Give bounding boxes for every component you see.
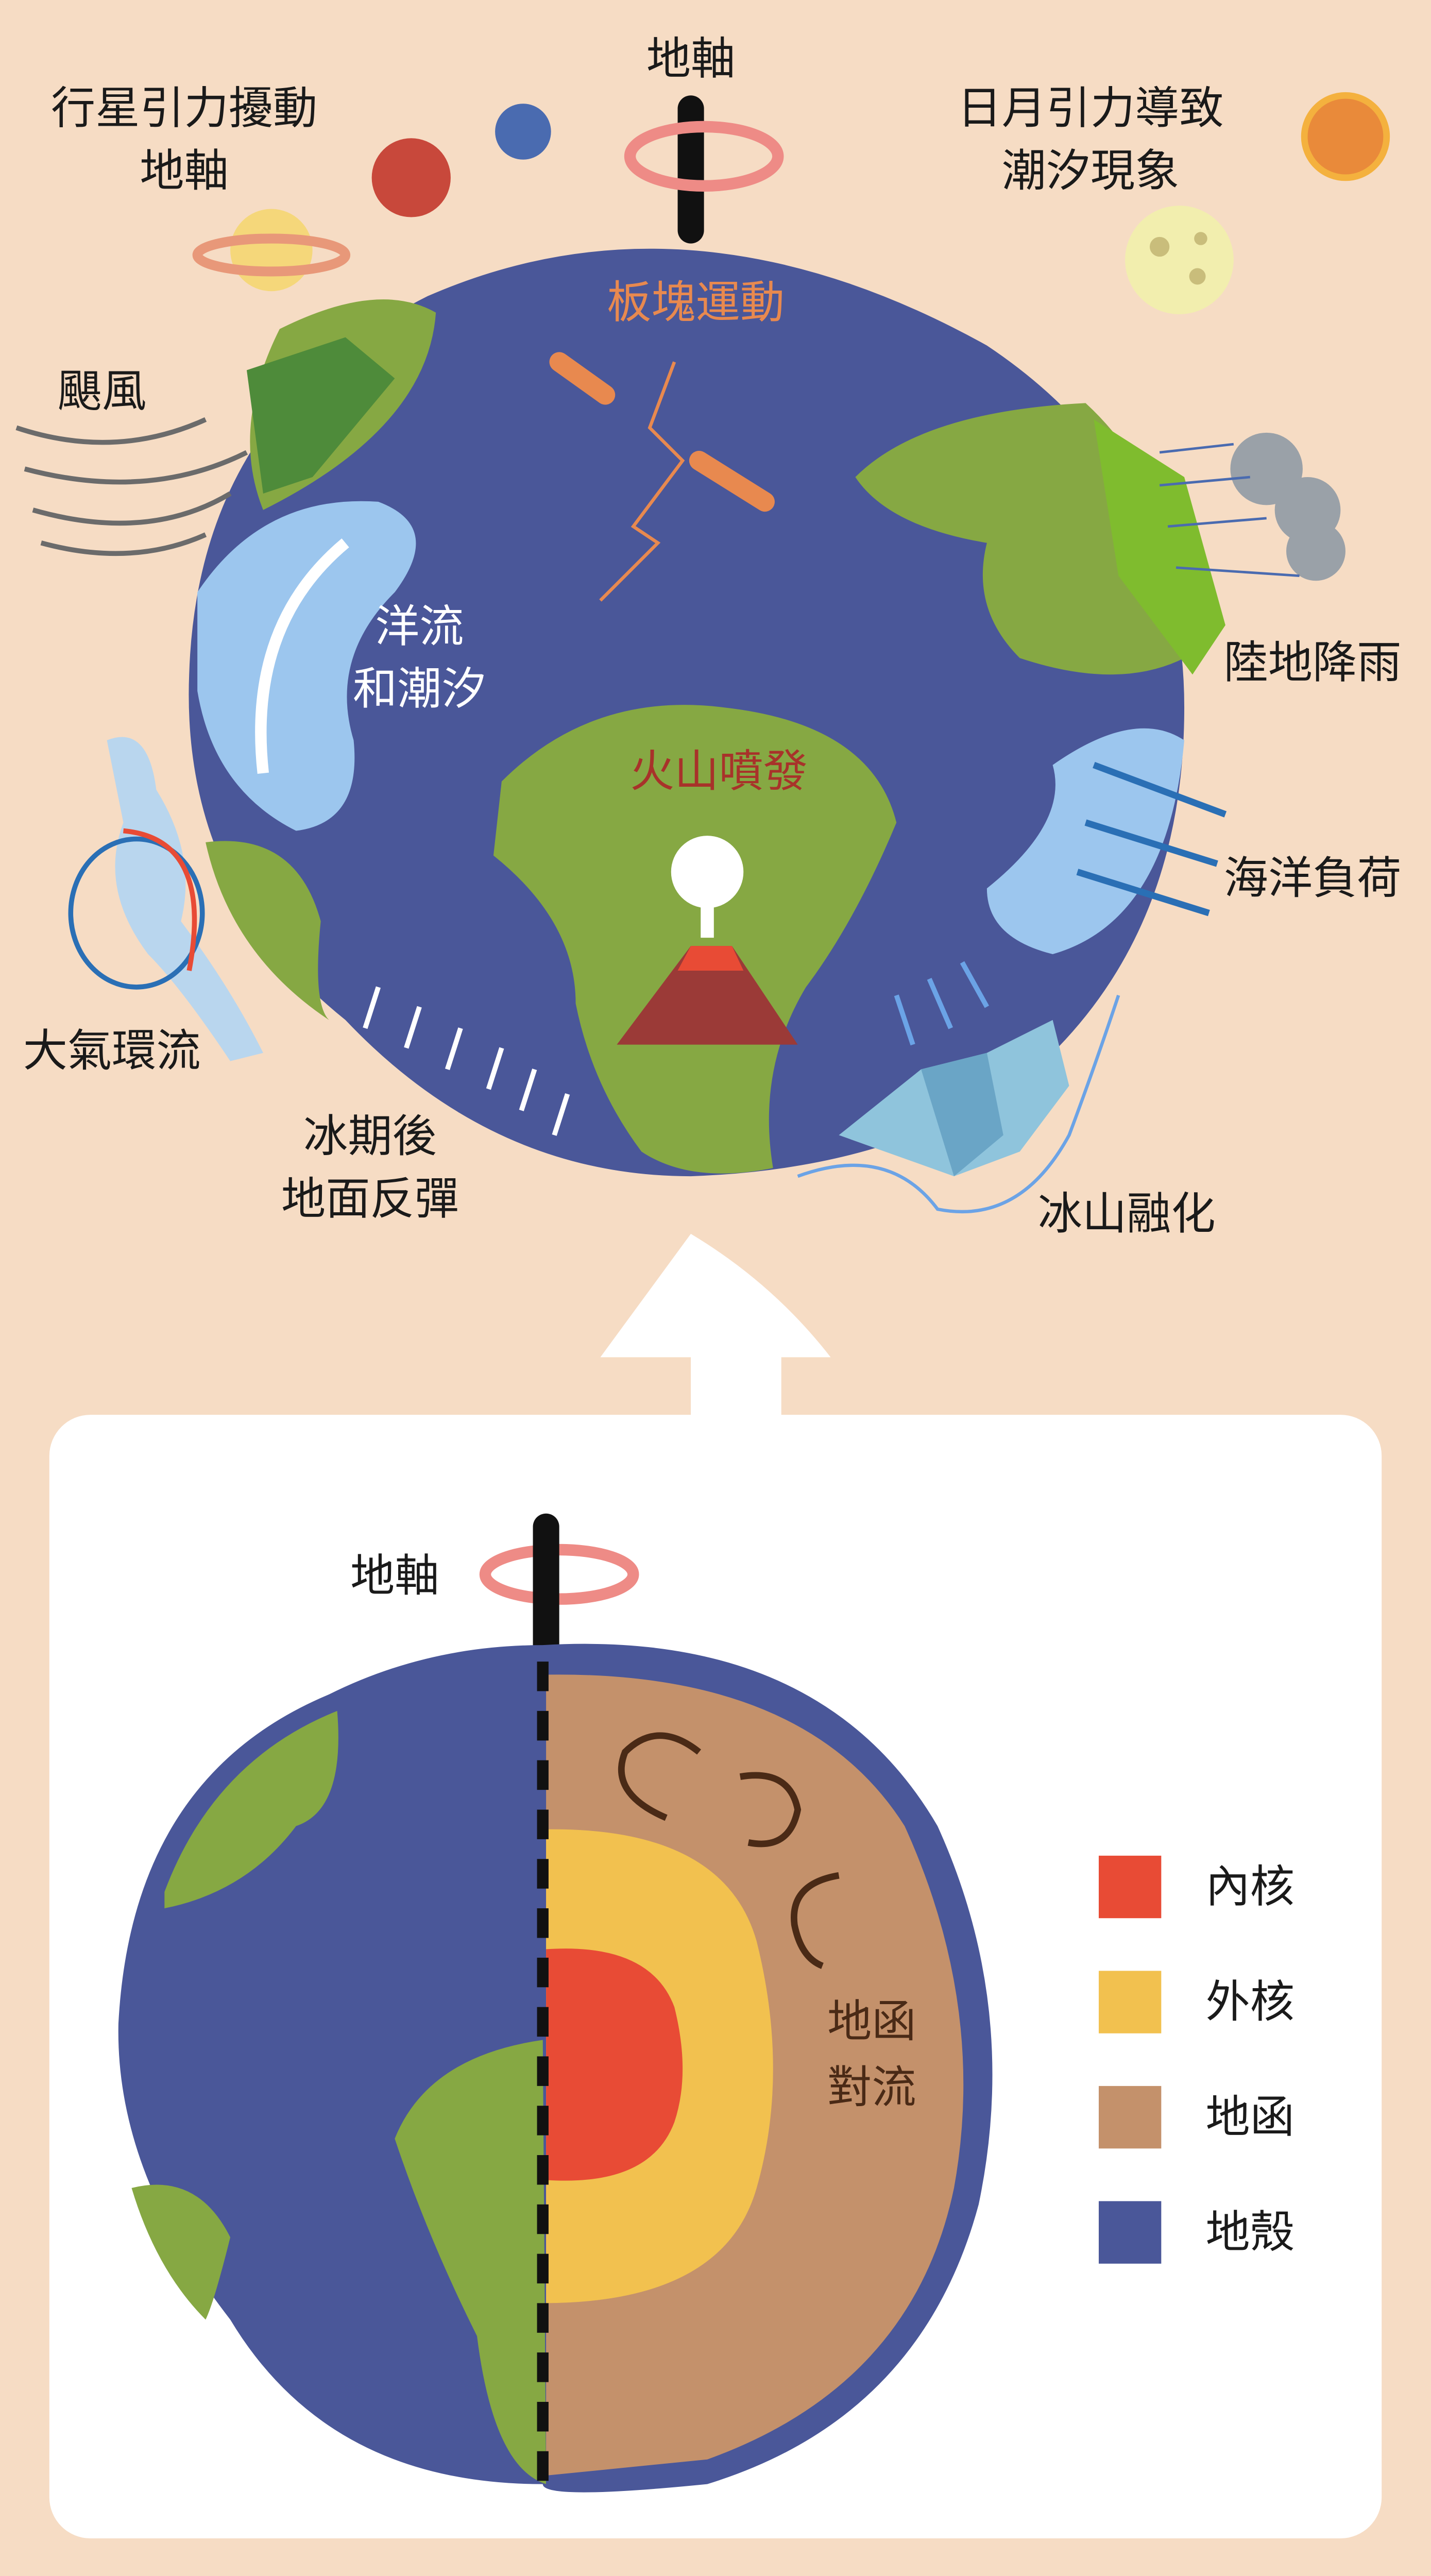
ocean-load-label: 海洋負荷 — [1224, 853, 1402, 904]
axis-label: 地軸 — [646, 33, 735, 85]
legend-swatch-mantle — [1098, 2086, 1162, 2149]
legend-swatch-inner-core — [1098, 1855, 1162, 1919]
wind-icon — [15, 417, 248, 556]
legend-swatch-outer-core — [1098, 1971, 1162, 2033]
land-mass — [493, 705, 897, 1174]
land-rain-label: 陸地降雨 — [1224, 637, 1402, 689]
convection-arrows-icon — [618, 1732, 840, 1969]
legend: 內核 外核 地函 地殼 — [1098, 1855, 1294, 2264]
fault-line-icon — [599, 361, 685, 602]
planet-gravity-label-2: 地軸 — [140, 145, 228, 197]
land-mass — [206, 841, 329, 1020]
rotation-arrow-icon — [624, 121, 784, 192]
rebound-label-2: 地面反彈 — [281, 1174, 459, 1225]
ocean-load-arrows-icon — [1076, 761, 1227, 917]
forest-icon — [1094, 419, 1225, 675]
inner-core-layer — [546, 1948, 683, 2181]
rebound-label-1: 冰期後 — [303, 1111, 437, 1162]
legend-label-outer-core: 外核 — [1206, 1976, 1294, 2028]
convection-label-1: 地函 — [827, 1996, 916, 2047]
rebound-arrows-icon — [363, 986, 570, 1136]
planet-gravity-label-1: 行星引力擾動 — [51, 83, 317, 134]
legend-swatch-crust — [1098, 2201, 1162, 2264]
earth-axis-top — [677, 95, 704, 244]
legend-label-crust: 地殼 — [1206, 2207, 1294, 2258]
sun-moon-label-1: 日月引力導致 — [957, 83, 1223, 134]
sun-moon-label-2: 潮汐現象 — [1002, 145, 1180, 197]
up-arrow-icon — [600, 1233, 831, 1432]
current-arrow-icon — [255, 538, 349, 774]
legend-label-mantle: 地函 — [1206, 2091, 1294, 2143]
planet-mars-icon — [371, 138, 451, 217]
forest-icon — [246, 337, 395, 494]
planet-icon — [495, 104, 551, 160]
planet-saturn-icon — [192, 209, 351, 292]
moon-icon — [1125, 206, 1234, 314]
ocean-load-area — [986, 728, 1185, 955]
hurricane-label: 颶風 — [58, 366, 146, 417]
iceberg-icon — [797, 961, 1120, 1214]
earth-axis-bottom — [533, 1513, 559, 1679]
atmosphere-cloud-icon — [68, 737, 263, 1061]
convection-label-2: 對流 — [827, 2062, 916, 2113]
ocean-current-area — [197, 501, 416, 831]
ocean-current-label-2: 和潮汐 — [353, 664, 486, 715]
ice-melt-label: 冰山融化 — [1038, 1188, 1216, 1240]
legend-label-inner-core: 內核 — [1206, 1861, 1294, 1912]
sun-icon — [1301, 92, 1390, 181]
atmosphere-label: 大氣環流 — [23, 1025, 201, 1077]
bottom-axis-label: 地軸 — [350, 1550, 439, 1602]
crust-land — [131, 1710, 547, 2484]
plate-arrows-icon — [549, 352, 775, 512]
rain-cloud-icon — [1159, 432, 1345, 581]
ocean-current-label-1: 洋流 — [375, 601, 464, 652]
volcano-icon — [617, 836, 798, 1045]
plate-motion-label: 板塊運動 — [607, 277, 785, 328]
volcano-label: 火山噴發 — [630, 745, 808, 797]
